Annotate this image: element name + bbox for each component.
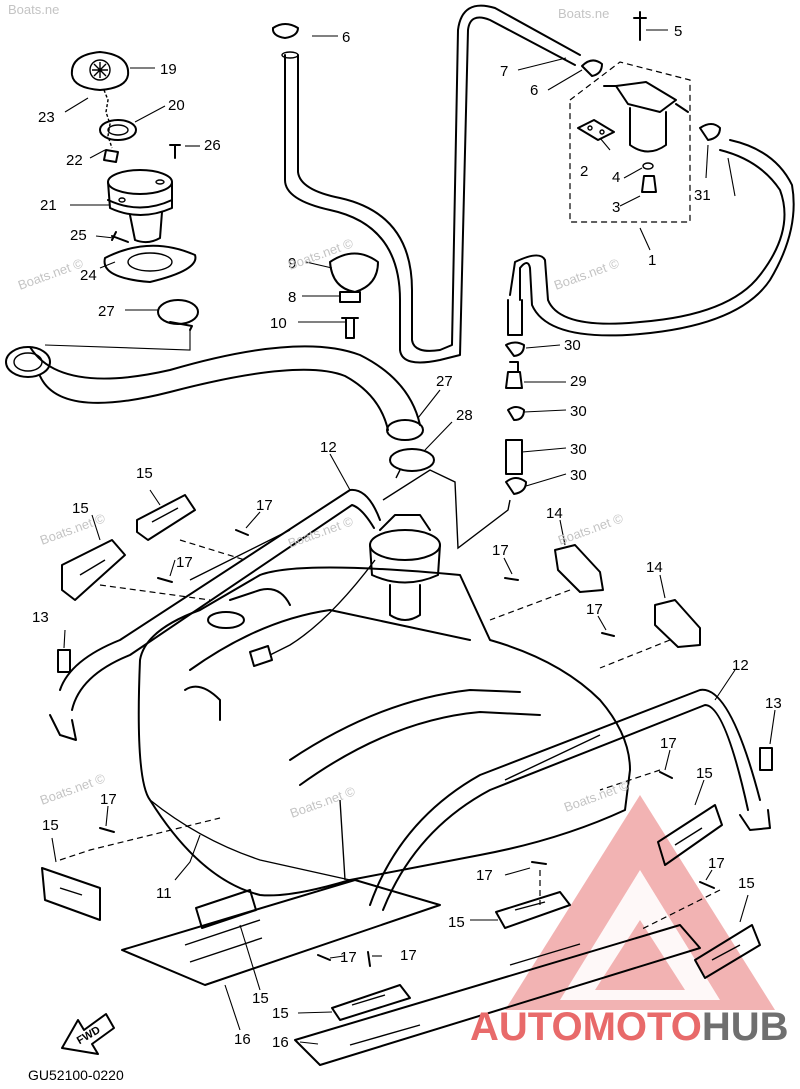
automotohub-brand: AUTOMOTOHUB [470, 1005, 789, 1049]
watermark-top-left: Boats.ne [8, 2, 59, 17]
callout-6a: 6 [342, 29, 350, 46]
callout-17j: 17 [400, 947, 417, 964]
callout-25: 26 [204, 137, 221, 154]
svg-text:AUTOMOTOHUB: AUTOMOTOHUB [470, 1005, 789, 1049]
callout-30a: 30 [564, 337, 581, 354]
vent-hose [271, 4, 603, 364]
callout-2: 2 [580, 163, 588, 180]
callout-30b: 30 [570, 403, 587, 420]
callout-15h: 15 [272, 1005, 289, 1022]
automotohub-watermark-logo [505, 795, 775, 1010]
callout-17b: 17 [176, 554, 193, 571]
callout-16a: 16 [234, 1031, 251, 1048]
callout-17e: 17 [660, 735, 677, 752]
fuel-line-parts [505, 341, 527, 495]
callout-16b: 16 [272, 1034, 289, 1051]
filler-cap-group [70, 51, 199, 331]
filler-hose [5, 345, 435, 479]
callout-18: 19 [160, 61, 177, 78]
callout-27b: 28 [456, 407, 473, 424]
callout-15g: 15 [252, 990, 269, 1007]
callout-17c: 17 [492, 542, 509, 559]
callout-5: 5 [674, 23, 682, 40]
brackets-bolts [57, 529, 773, 967]
callout-22: 23 [38, 109, 55, 126]
callouts: 1 2 3 4 5 6 6 7 8 9 10 11 12 12 13 13 14… [32, 23, 782, 1051]
callout-30c: 30 [570, 467, 587, 484]
forward-arrow: FWD [61, 1013, 115, 1055]
watermark-mid-right: Boats.net © [556, 510, 626, 548]
callout-30d: 31 [694, 187, 711, 204]
callout-15c: 15 [42, 817, 59, 834]
callout-17i: 17 [340, 949, 357, 966]
watermark-top-right: Boats.ne [558, 6, 609, 21]
forward-label: FWD [75, 1024, 103, 1047]
callout-15e: 15 [738, 875, 755, 892]
hose-clamp-group [329, 252, 379, 339]
watermark-low-left: Boats.net © [38, 770, 108, 808]
callout-12b: 12 [732, 657, 749, 674]
rubber-pads [41, 494, 761, 1021]
watermark-mid-center: Boats.net © [286, 513, 356, 551]
callout-11: 11 [156, 885, 172, 902]
drawing-code: GU52100-0220 [28, 1067, 124, 1083]
callout-28: 29 [570, 373, 587, 390]
callout-7: 7 [500, 63, 508, 80]
callout-26: 27 [436, 373, 453, 390]
callout-1: 1 [648, 252, 656, 269]
callout-13b: 13 [765, 695, 782, 712]
fuel-filter-assembly [507, 11, 795, 337]
callout-20: 21 [40, 197, 57, 214]
watermark-low-right: Boats.net © [562, 777, 632, 815]
watermark-left: Boats.net © [16, 255, 86, 293]
callout-10: 10 [270, 315, 287, 332]
fuel-tank [137, 469, 631, 897]
brand-part-hub: HUB [702, 1005, 789, 1049]
callout-17a: 17 [256, 497, 273, 514]
callout-17g: 17 [476, 867, 493, 884]
callout-17h: 17 [708, 855, 725, 872]
leader-lines [44, 29, 776, 1045]
callout-24: 25 [70, 227, 87, 244]
callout-29: 30 [570, 441, 587, 458]
callout-23: 24 [80, 267, 97, 284]
callout-14a: 14 [546, 505, 563, 522]
brand-part-moto: MOTO [583, 1005, 702, 1049]
brand-part-auto: AUTO [470, 1005, 583, 1049]
tank-plates [121, 879, 701, 1066]
watermark-right: Boats.net © [552, 255, 622, 293]
callout-15d: 15 [696, 765, 713, 782]
callout-15f: 15 [448, 914, 465, 931]
callout-19: 20 [168, 97, 185, 114]
callout-3: 3 [612, 199, 620, 216]
callout-14b: 14 [646, 559, 663, 576]
callout-15a: 15 [136, 465, 153, 482]
callout-17d: 17 [586, 601, 603, 618]
callout-8: 8 [288, 289, 296, 306]
callout-12a: 12 [320, 439, 337, 456]
watermark-low-center: Boats.net © [288, 783, 358, 821]
callout-4: 4 [612, 169, 620, 186]
tank-straps [49, 488, 771, 911]
callout-6b: 6 [530, 82, 538, 99]
callout-13a: 13 [32, 609, 49, 626]
callout-21: 22 [66, 152, 83, 169]
callout-17f: 17 [100, 791, 117, 808]
callout-15b: 15 [72, 500, 89, 517]
callout-27a: 27 [98, 303, 115, 320]
callout-9: 9 [288, 255, 296, 272]
